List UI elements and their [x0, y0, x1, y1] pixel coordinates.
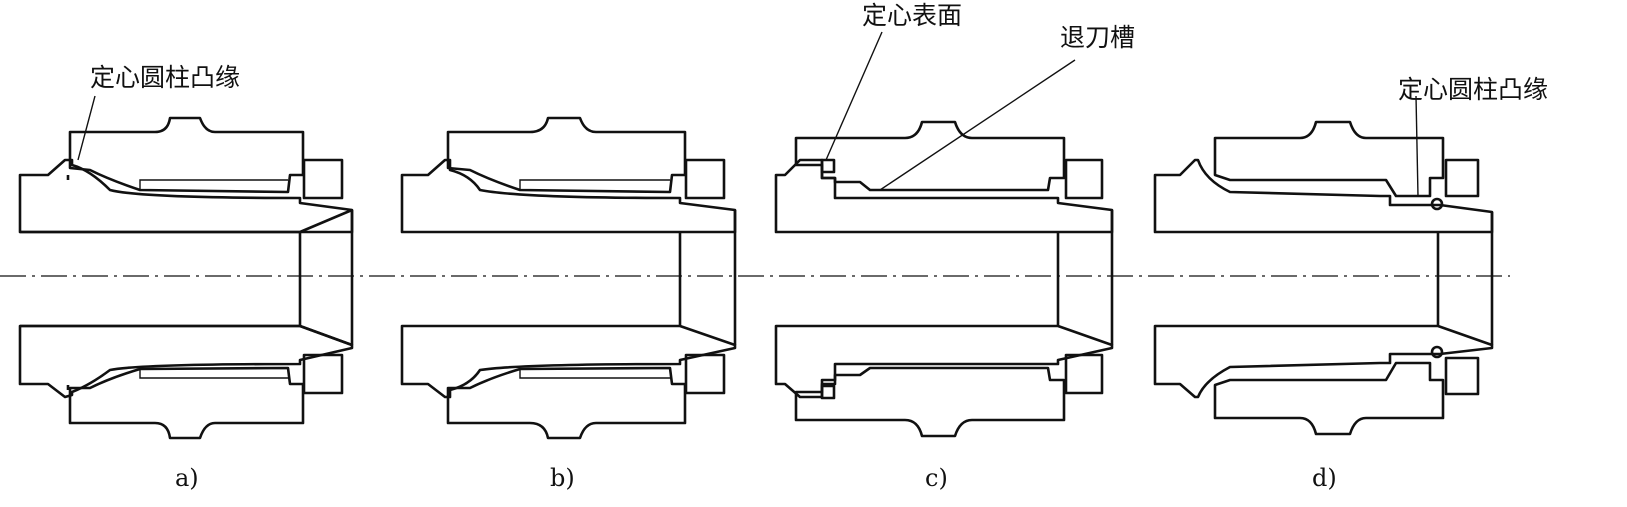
caption-d: d) [1312, 464, 1337, 492]
nut-lower-c [1064, 353, 1104, 395]
leaders [77, 31, 1419, 197]
shaft-lower-b [400, 324, 737, 399]
hub-upper-a [68, 116, 305, 194]
nut-lower-d [1444, 356, 1480, 396]
hub-upper-b [446, 116, 687, 194]
label-centering-flange-right: 定心圆柱凸缘 [1398, 75, 1548, 104]
nut-upper-d [1444, 158, 1480, 198]
nut-lower-b [684, 353, 726, 395]
shaft-lower-a [18, 324, 354, 399]
nut-upper-a [302, 158, 344, 200]
shaft-lower-d [1153, 324, 1494, 399]
caption-a: a) [175, 464, 199, 492]
label-centering-surface: 定心表面 [862, 1, 962, 30]
shaft-upper-a [18, 158, 354, 234]
panel-b [400, 116, 737, 440]
panel-c [774, 120, 1114, 438]
nut-upper-c [1064, 158, 1104, 200]
hub-upper-c [794, 120, 1066, 192]
bore-a [20, 208, 353, 347]
shaft-upper-d [1153, 158, 1494, 234]
hub-lower-d [1213, 361, 1445, 436]
panel-a [18, 116, 354, 440]
nut-upper-b [684, 158, 726, 200]
hub-lower-b [446, 366, 687, 440]
hub-upper-d [1213, 120, 1445, 198]
caption-c: c) [925, 464, 948, 492]
hub-lower-c [794, 366, 1066, 438]
panel-d [1153, 120, 1494, 436]
shaft-upper-c [774, 158, 1114, 234]
label-centering-flange-left: 定心圆柱凸缘 [90, 63, 240, 92]
caption-b: b) [550, 464, 575, 492]
shaft-upper-b [400, 158, 737, 234]
label-relief-groove: 退刀槽 [1060, 23, 1135, 52]
nut-lower-a [302, 353, 344, 395]
hub-lower-a [68, 366, 305, 440]
